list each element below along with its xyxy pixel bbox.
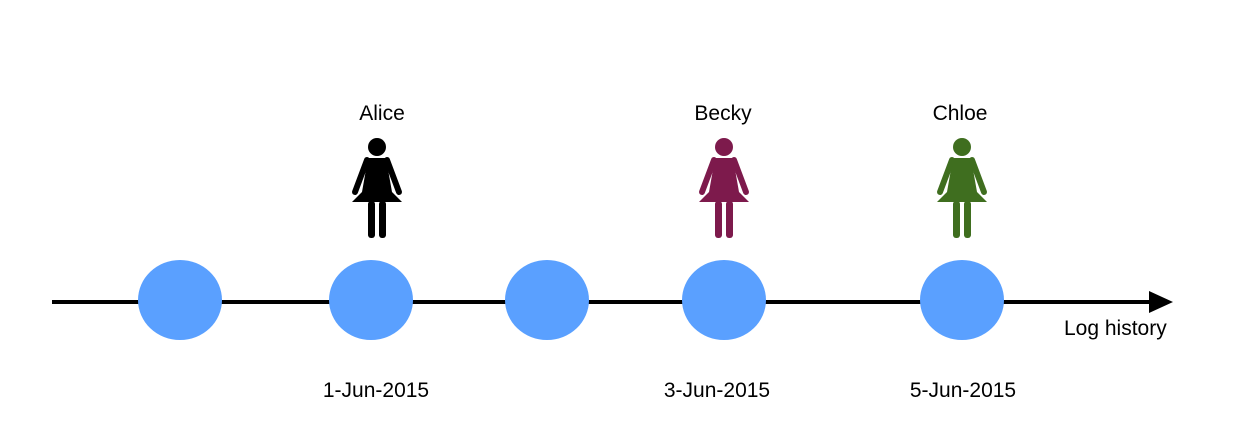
timeline-arrowhead (1149, 291, 1173, 313)
timeline-node[interactable] (920, 260, 1004, 340)
timeline-node[interactable] (505, 260, 589, 340)
node-date: 1-Jun-2015 (323, 379, 429, 402)
person-name: Becky (694, 102, 752, 125)
woman-icon (937, 138, 987, 238)
timeline-node[interactable] (138, 260, 222, 340)
timeline-node[interactable] (329, 260, 413, 340)
woman-icon (699, 138, 749, 238)
node-date: 3-Jun-2015 (664, 379, 770, 402)
timeline-node[interactable] (682, 260, 766, 340)
node-date: 5-Jun-2015 (910, 379, 1016, 402)
person-name: Alice (359, 102, 405, 125)
axis-label: Log history (1064, 317, 1167, 340)
person-name: Chloe (933, 102, 988, 125)
woman-icon (352, 138, 402, 238)
